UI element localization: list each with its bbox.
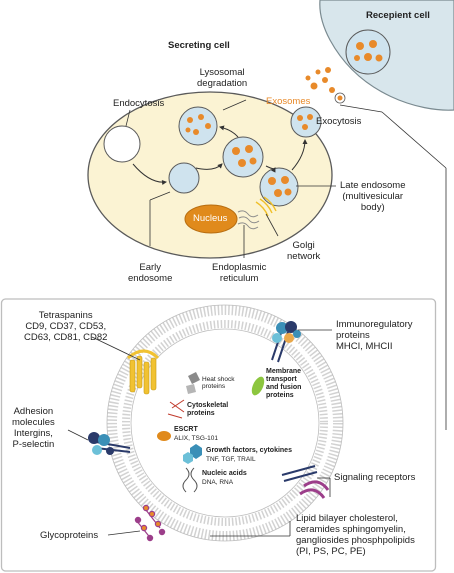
growth-factors-label: Growth factors, cytokines — [206, 447, 292, 454]
exosome-particles — [305, 67, 346, 104]
tetraspanins-label: Tetraspanins CD9, CD37, CD53, CD63, CD81… — [24, 310, 108, 343]
heat-shock-icon — [186, 372, 200, 394]
exosomes-label: Exosomes — [266, 96, 311, 107]
lysosome — [178, 106, 218, 146]
signaling-receptors-label: Signaling receptors — [334, 472, 416, 483]
leader-lines-bottom — [67, 329, 332, 537]
lysosomal-degradation-label: Lysosomal degradation — [197, 67, 248, 89]
cytoskeletal-label: Cytoskeletal proteins — [187, 402, 229, 417]
recipient-vesicle — [345, 29, 391, 75]
glycoproteins-label: Glycoproteins — [40, 530, 99, 541]
exocytosis-vesicle — [290, 106, 322, 138]
early-endosome-label: Early endosome — [128, 262, 173, 284]
secreting-cell — [87, 91, 333, 259]
endocytosis-vesicle — [103, 125, 141, 163]
golgi-network — [255, 196, 277, 217]
secreting-cell-label: Secreting cell — [168, 40, 230, 51]
nucleus-label: Nucleus — [193, 213, 228, 224]
cytoskeletal-icon — [167, 399, 185, 419]
endoplasmic-reticulum — [237, 210, 260, 230]
escrt-label: ESCRT — [174, 426, 198, 433]
escrt-icon — [157, 431, 171, 441]
glycoprotein — [134, 504, 166, 542]
pathway-arrows — [132, 125, 308, 185]
membrane-transport-icon — [251, 376, 265, 396]
multivesicular-body-2 — [259, 167, 299, 207]
adhesion-protein — [88, 432, 131, 455]
escrt-sub-label: ALIX, TSG-101 — [174, 435, 218, 442]
immunoregulatory-protein — [271, 321, 301, 363]
nucleic-acid-icon — [182, 467, 198, 493]
exosome-membrane — [106, 304, 344, 542]
early-endosome-vesicle — [168, 162, 200, 194]
exocytosis-label: Exocytosis — [316, 116, 362, 127]
endoplasmic-reticulum-label: Endoplasmic reticulum — [212, 262, 267, 284]
late-endosome-label: Late endosome (multivesicular body) — [340, 180, 406, 213]
growth-factors-sub-label: TNF, TGF, TRAIL — [206, 456, 256, 463]
immunoregulatory-label: Immunoregulatory proteins MHCI, MHCII — [336, 319, 413, 352]
golgi-network-label: Golgi network — [287, 240, 321, 262]
lipid-bilayer-label: Lipid bilayer cholesterol, ceramides sph… — [296, 513, 415, 557]
signaling-receptor — [281, 465, 330, 499]
leader-lines-top — [125, 99, 447, 430]
growth-factor-icon — [183, 444, 202, 464]
membrane-transport-label: Membrane transport and fusion proteins — [266, 368, 302, 399]
nucleic-acids-sub-label: DNA, RNA — [202, 479, 234, 486]
adhesion-label: Adhesion molecules Intergins, P-selectin — [12, 406, 55, 450]
endocytosis-label: Endocytosis — [113, 98, 165, 109]
heat-shock-label: Heat shock proteins — [202, 376, 235, 390]
nucleic-acids-label: Nucleic acids — [202, 470, 247, 477]
nucleus — [184, 204, 238, 234]
recipient-cell-label: Recepient cell — [366, 10, 430, 21]
multivesicular-body-1 — [222, 136, 264, 178]
